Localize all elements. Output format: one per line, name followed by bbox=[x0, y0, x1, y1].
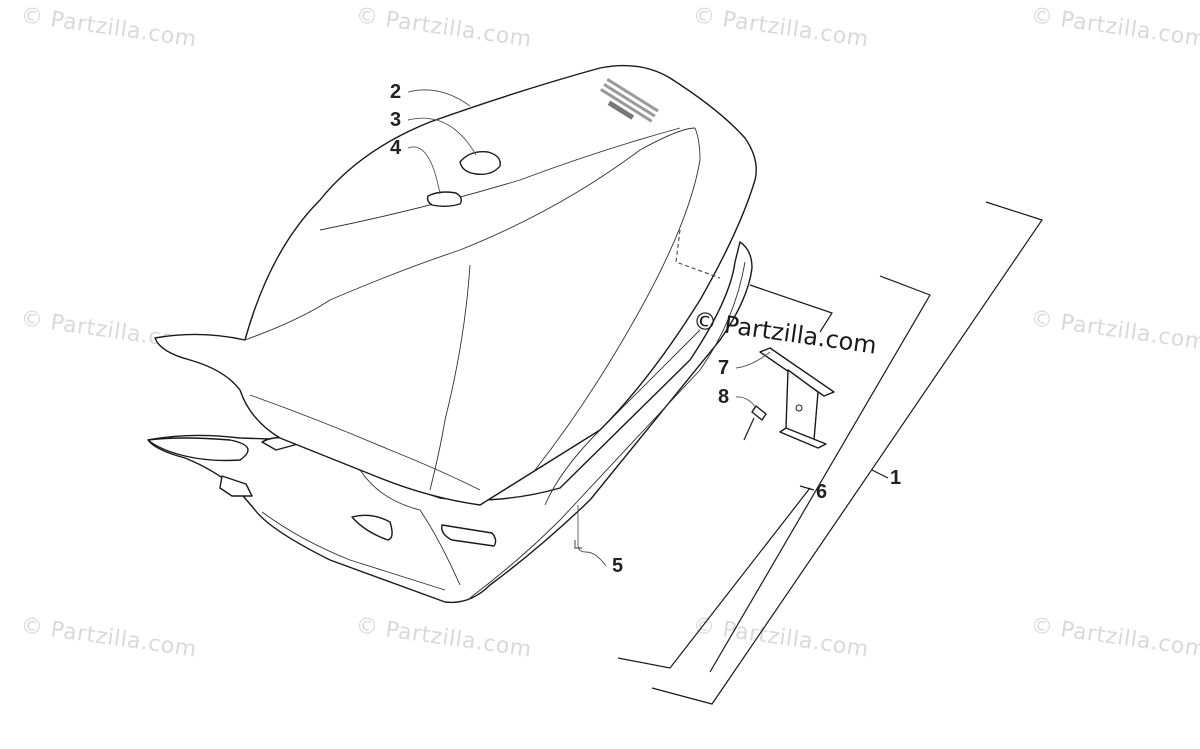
watermark-text: © Partzilla.com bbox=[19, 613, 198, 662]
bracket-6-lower bbox=[617, 487, 811, 669]
callout-3[interactable]: 3 bbox=[390, 109, 401, 131]
watermark-tile: © Partzilla.com bbox=[354, 613, 533, 662]
rivet-body bbox=[751, 405, 767, 421]
hidden-edge bbox=[675, 229, 721, 279]
seat-slot-left bbox=[351, 514, 393, 541]
seat-base-contour bbox=[359, 469, 461, 586]
watermark-text: © Partzilla.com bbox=[691, 613, 870, 662]
seat-base-edge bbox=[469, 261, 746, 599]
callout-8[interactable]: 8 bbox=[718, 386, 729, 408]
callout-4[interactable]: 4 bbox=[390, 137, 402, 159]
watermark-text: © Partzilla.com bbox=[1029, 306, 1200, 355]
leader-lines bbox=[407, 89, 771, 409]
bracket-1-outer bbox=[651, 201, 1043, 705]
watermark-tile: © Partzilla.com bbox=[19, 613, 198, 662]
seat-assembly bbox=[147, 64, 835, 604]
watermark-tile: © Partzilla.com bbox=[1029, 306, 1200, 355]
watermark-text: © Partzilla.com bbox=[691, 3, 870, 52]
seat-grab-handle bbox=[219, 475, 253, 497]
bracket-6 bbox=[749, 284, 833, 333]
callout-5[interactable]: 5 bbox=[612, 555, 623, 577]
leader-2 bbox=[407, 89, 471, 107]
watermark-text: © Partzilla.com bbox=[1029, 613, 1200, 662]
leader-7 bbox=[735, 351, 771, 369]
rivet[interactable] bbox=[743, 405, 767, 441]
callout-1[interactable]: 1 bbox=[890, 467, 901, 489]
watermark-tile: © Partzilla.com bbox=[1029, 613, 1200, 662]
callout-7[interactable]: 7 bbox=[718, 357, 729, 379]
callout-2[interactable]: 2 bbox=[390, 81, 401, 103]
seat-slot-right bbox=[441, 524, 497, 547]
seat-front-flare bbox=[147, 437, 249, 462]
leader-4 bbox=[407, 146, 441, 195]
watermark-tile: © Partzilla.com bbox=[1029, 3, 1200, 52]
leader-8 bbox=[735, 396, 757, 409]
bracket-1-inner bbox=[709, 275, 931, 673]
decal-3[interactable] bbox=[459, 151, 501, 176]
watermark-tile: © Partzilla.com bbox=[354, 3, 533, 52]
center-watermark-text: © Partzilla.com bbox=[691, 306, 878, 360]
seat-cushion-front-seam bbox=[249, 394, 481, 491]
watermark-text: © Partzilla.com bbox=[354, 3, 533, 52]
leader-3 bbox=[407, 117, 477, 156]
assembly-brackets bbox=[617, 201, 1043, 705]
hinge-bracket[interactable] bbox=[759, 347, 835, 449]
seat-cushion[interactable] bbox=[154, 64, 757, 506]
callout-labels: 2 3 4 7 8 6 1 5 bbox=[390, 81, 901, 577]
seat-cushion-ridge bbox=[319, 127, 681, 231]
watermark-tile: © Partzilla.com bbox=[691, 613, 870, 662]
center-watermark: © Partzilla.com bbox=[691, 306, 878, 360]
watermark-text: © Partzilla.com bbox=[354, 613, 533, 662]
bracket-6-tick bbox=[799, 485, 815, 491]
watermark-text: © Partzilla.com bbox=[1029, 3, 1200, 52]
bracket-1-tick bbox=[871, 469, 889, 479]
seat-cushion-ridge bbox=[534, 127, 701, 471]
item-5-marker bbox=[574, 540, 582, 549]
watermark-text: © Partzilla.com bbox=[19, 3, 198, 52]
watermark-tile: © Partzilla.com bbox=[19, 3, 198, 52]
hinge-bracket-top bbox=[759, 347, 835, 397]
watermark-tile: © Partzilla.com bbox=[691, 3, 870, 52]
seat-cushion-fold bbox=[429, 264, 471, 491]
seat-cushion-seam bbox=[244, 127, 696, 341]
warning-label bbox=[600, 78, 659, 123]
hinge-bracket-foot bbox=[779, 427, 827, 449]
leader-5 bbox=[577, 505, 607, 567]
callout-6[interactable]: 6 bbox=[816, 481, 827, 503]
seat-base-inner-edge bbox=[261, 511, 446, 591]
decal-4[interactable] bbox=[426, 191, 463, 207]
